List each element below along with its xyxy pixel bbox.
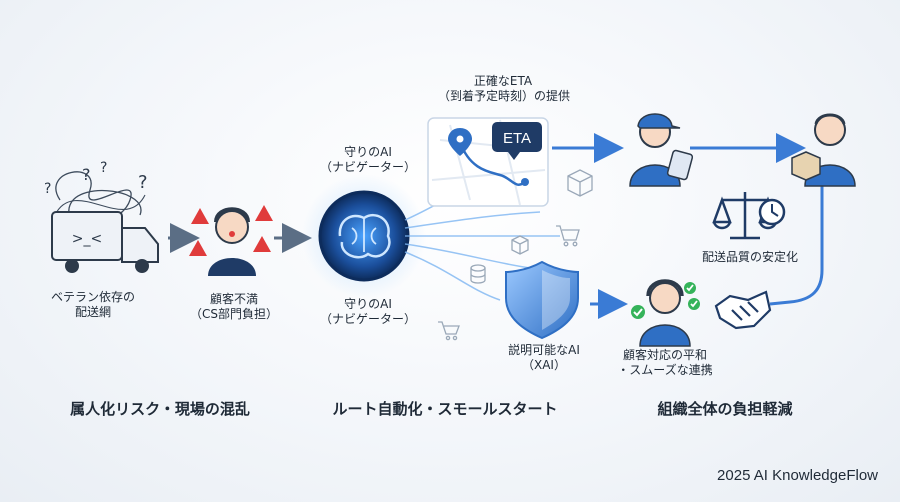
clock-icon bbox=[758, 198, 786, 226]
delivery-driver-icon bbox=[629, 113, 694, 187]
label-veteran-network: ベテラン依存の 配送網 bbox=[48, 290, 138, 320]
label-line: 守りのAI bbox=[344, 145, 392, 159]
label-navigator-bottom: 守りのAI （ナビゲーター） bbox=[318, 297, 418, 327]
svg-text:?: ? bbox=[82, 165, 91, 184]
label-customer-dissatisfaction: 顧客不満 （CS部門負担） bbox=[188, 292, 280, 322]
label-line: 顧客不満 bbox=[209, 292, 258, 306]
label-line: 顧客対応の平和 bbox=[622, 348, 707, 362]
stressed-operator-icon bbox=[208, 207, 256, 276]
label-line: （到着予定時刻）の提供 bbox=[438, 89, 571, 103]
label-accurate-eta: 正確なETA （到着予定時刻）の提供 bbox=[438, 74, 571, 104]
label-line: 守りのAI bbox=[344, 297, 392, 311]
eta-badge: ETA bbox=[492, 122, 542, 160]
label-line: （ナビゲーター） bbox=[319, 160, 416, 174]
section-title-middle: ルート自動化・スモールスタート bbox=[332, 400, 558, 418]
cart-icon bbox=[438, 225, 580, 341]
box-icon bbox=[511, 169, 593, 255]
database-icon bbox=[470, 264, 486, 284]
label-delivery-quality: 配送品質の安定化 bbox=[690, 250, 810, 265]
check-icon bbox=[631, 282, 700, 319]
warning-icon bbox=[189, 205, 273, 256]
section-title-right: 組織全体の負担軽減 bbox=[657, 400, 793, 418]
eta-badge-text: ETA bbox=[503, 130, 531, 147]
label-navigator-top: 守りのAI （ナビゲーター） bbox=[318, 145, 418, 175]
label-customer-handling: 顧客対応の平和 ・スムーズな連携 bbox=[610, 348, 720, 378]
label-line: 説明可能なAI bbox=[508, 343, 580, 357]
tangled-truck-icon: >_< ? ? ? ? bbox=[44, 160, 159, 273]
svg-text:>_<: >_< bbox=[72, 231, 102, 247]
label-line: 正確なETA bbox=[473, 74, 533, 88]
label-line: ・スムーズな連携 bbox=[617, 363, 713, 377]
shield-xai-icon bbox=[505, 260, 579, 340]
location-pin-icon bbox=[448, 128, 472, 156]
footer-credit: 2025 AI KnowledgeFlow bbox=[717, 467, 878, 484]
connector-customer-to-handshake bbox=[769, 185, 824, 306]
label-explainable-ai: 説明可能なAI （XAI） bbox=[496, 343, 592, 373]
support-agent-icon bbox=[639, 279, 691, 347]
label-line: （CS部門負担） bbox=[190, 307, 278, 321]
label-line: 配送網 bbox=[74, 305, 111, 319]
svg-text:?: ? bbox=[100, 160, 107, 176]
svg-text:?: ? bbox=[138, 172, 148, 193]
label-line: （XAI） bbox=[522, 358, 566, 372]
section-title-left: 属人化リスク・現場の混乱 bbox=[70, 400, 250, 418]
svg-text:?: ? bbox=[44, 181, 51, 197]
label-line: 配送品質の安定化 bbox=[701, 250, 798, 264]
label-line: （ナビゲーター） bbox=[319, 312, 416, 326]
label-line: ベテラン依存の bbox=[50, 290, 135, 304]
handshake-icon bbox=[714, 290, 772, 330]
customer-with-box-icon bbox=[791, 113, 856, 187]
brain-ai-icon bbox=[318, 190, 410, 282]
